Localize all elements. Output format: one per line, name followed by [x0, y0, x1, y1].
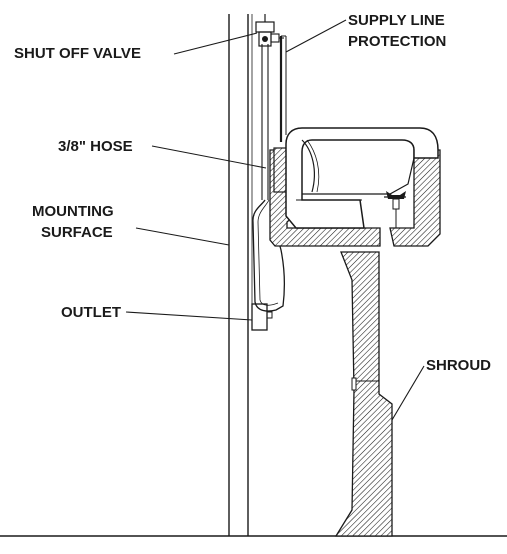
hose-inner	[257, 199, 279, 306]
label-supply-line-protection-1: SUPPLY LINE	[348, 12, 445, 29]
basin-interior	[302, 157, 415, 195]
shroud-clip	[351, 377, 357, 391]
label-shut-off-valve: SHUT OFF VALVE	[14, 45, 141, 62]
bubbler-tube-inner	[306, 139, 320, 193]
label-shroud: SHROUD	[426, 357, 491, 374]
leader-lines	[125, 19, 425, 421]
basin-cover	[285, 127, 439, 229]
drain-wing-nut	[384, 191, 406, 228]
label-mounting-surface-2: SURFACE	[41, 224, 113, 241]
label-hose: 3/8" HOSE	[58, 138, 133, 155]
label-outlet: OUTLET	[61, 304, 121, 321]
fountain-bowl-front	[389, 149, 441, 247]
supply-line-protection-panel	[279, 35, 287, 142]
bubbler-tube	[301, 139, 315, 193]
outlet	[251, 303, 273, 331]
label-mounting-surface-1: MOUNTING	[32, 203, 114, 220]
shroud	[334, 251, 393, 537]
supply-pipe	[261, 44, 269, 200]
mounting-surface-wall	[228, 14, 253, 536]
shut-off-valve	[255, 14, 284, 47]
label-supply-line-protection-2: PROTECTION	[348, 33, 446, 50]
